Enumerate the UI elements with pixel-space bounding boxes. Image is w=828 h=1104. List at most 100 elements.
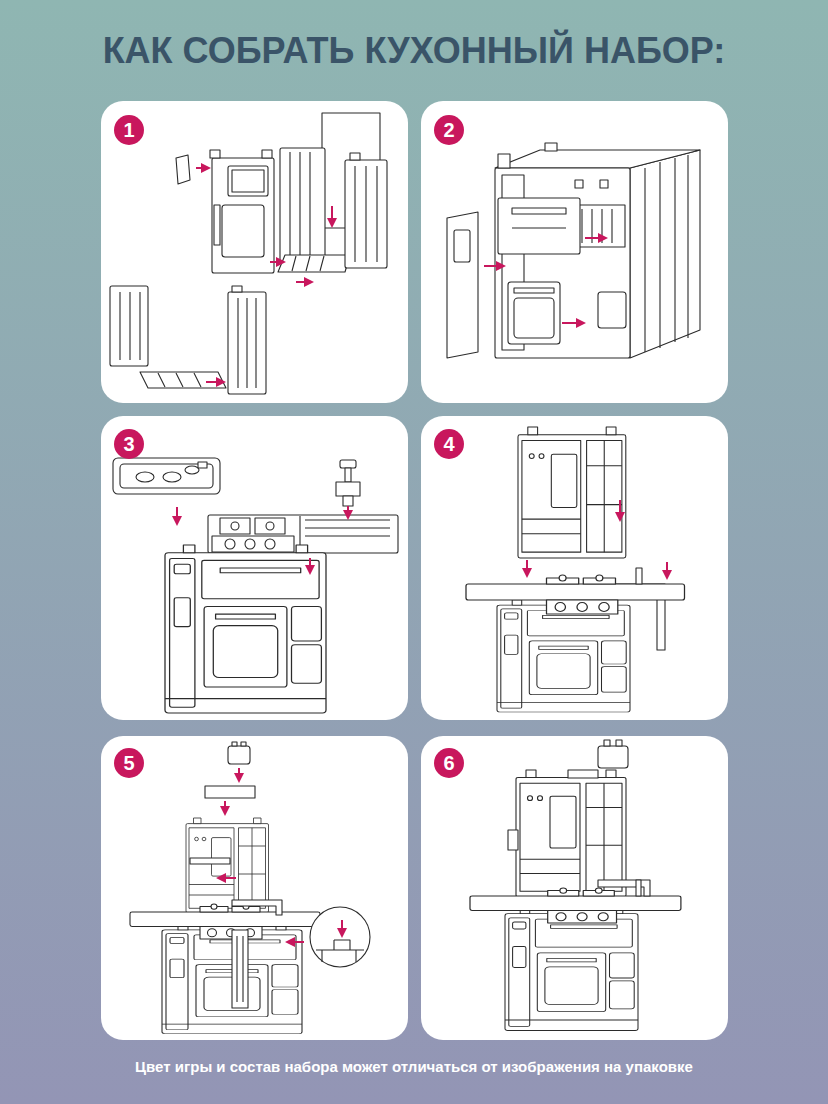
step1-parts: [210, 150, 220, 158]
panel-card: [101, 416, 408, 720]
step2-cabinet: [645, 155, 688, 352]
step5-kitchen: [316, 940, 364, 962]
step-number: 4: [443, 434, 454, 454]
step2-cabinet: [514, 288, 554, 293]
step3-parts: [343, 496, 353, 506]
step6-kitchen: [598, 880, 650, 896]
step-number-badge: 4: [434, 429, 464, 459]
assembly-arrow: [331, 206, 333, 226]
assembly-arrow: [585, 237, 606, 239]
step1-parts: [158, 373, 201, 387]
step3-parts: [345, 468, 351, 482]
assembly-arrow: [526, 560, 528, 576]
step1-parts: [176, 155, 190, 184]
base-cabinet: [165, 545, 326, 713]
step-number-badge: 5: [114, 748, 144, 778]
step1-parts: [212, 158, 274, 273]
step3-parts: [300, 516, 390, 552]
step1-parts: [345, 160, 387, 268]
step2-cabinet: [498, 198, 580, 254]
step6-kitchen: [470, 740, 681, 1031]
step3-parts: [225, 539, 235, 549]
step3-parts: [231, 522, 239, 530]
step2-cabinet: [545, 143, 557, 151]
step2-cabinet: [512, 227, 566, 228]
step6-kitchen: [636, 880, 641, 896]
step1-parts: [292, 256, 324, 271]
step2-cabinet: [495, 150, 700, 168]
step1-parts: [232, 286, 242, 292]
step5-kitchen: [228, 746, 250, 764]
step5-kitchen: [237, 936, 243, 1002]
panel-card: [421, 416, 728, 720]
step-number: 3: [123, 434, 134, 454]
assembly-arrow: [176, 507, 178, 524]
assembly-arrow: [206, 381, 224, 383]
base-cabinet: [165, 545, 326, 713]
step-number: 6: [443, 753, 454, 773]
step1-parts: [214, 205, 220, 245]
step3-parts: [336, 482, 360, 496]
assembly-arrow: [218, 877, 236, 879]
step5-kitchen: [310, 907, 370, 967]
assembly-arrow: [666, 562, 668, 578]
step-number-badge: 1: [114, 115, 144, 145]
step2-cabinet: [512, 208, 566, 214]
step-number-badge: 3: [114, 429, 144, 459]
step6-kitchen: [598, 746, 628, 768]
step3-parts: [163, 472, 181, 482]
step3-parts: [113, 458, 398, 553]
step-number: 2: [443, 120, 454, 140]
step1-parts: [350, 153, 360, 160]
step5-kitchen: [130, 904, 320, 939]
step1-parts: [232, 170, 264, 192]
step4-kitchen: [466, 575, 685, 614]
step1-parts: [140, 372, 226, 388]
panel-card: [421, 736, 728, 1040]
assembly-arrow: [296, 281, 312, 283]
step3-parts: [220, 518, 250, 534]
step6-kitchen: [604, 740, 610, 746]
assembly-arrow: [619, 500, 621, 520]
step2-cabinet: [630, 150, 700, 358]
step4-kitchen: [466, 427, 685, 712]
step3-parts: [245, 539, 255, 549]
assembly-arrow: [484, 265, 504, 267]
step-number-badge: 2: [434, 115, 464, 145]
step2-cabinet: [508, 282, 560, 344]
step4-kitchen: [497, 600, 630, 712]
step2-cabinet: [514, 298, 554, 338]
step1-parts: [290, 152, 310, 258]
assembly-arrow: [562, 322, 584, 324]
step1-parts: [280, 148, 325, 263]
assembly-arrow: [484, 238, 606, 323]
step5-kitchen: [232, 742, 237, 746]
step1-parts: [222, 205, 264, 257]
step1-parts: [110, 286, 148, 366]
assembly-arrow: [270, 261, 284, 263]
step5-kitchen: [232, 930, 248, 1008]
panel-card: [101, 736, 408, 1040]
assembly-arrow: [177, 506, 348, 573]
step5-kitchen: [162, 925, 302, 1034]
step5-kitchen: [232, 900, 282, 915]
panel-card: [421, 101, 728, 403]
step1-parts: [262, 150, 272, 158]
assembly-arrow: [341, 920, 343, 936]
step3-parts: [340, 460, 356, 468]
assembly-arrow: [224, 801, 226, 814]
step2-cabinet: [600, 180, 608, 188]
step3-parts: [198, 462, 207, 468]
step1-parts: [228, 166, 268, 196]
step5-kitchen: [130, 742, 370, 1034]
assembly-arrow: [238, 768, 240, 781]
step2-cabinet: [447, 143, 700, 358]
step-number-badge: 6: [434, 748, 464, 778]
step1-parts: [355, 166, 377, 262]
step4-kitchen: [518, 427, 626, 558]
step3-parts: [185, 466, 199, 474]
step6-kitchen: [505, 908, 638, 1031]
step5-kitchen: [205, 786, 255, 798]
